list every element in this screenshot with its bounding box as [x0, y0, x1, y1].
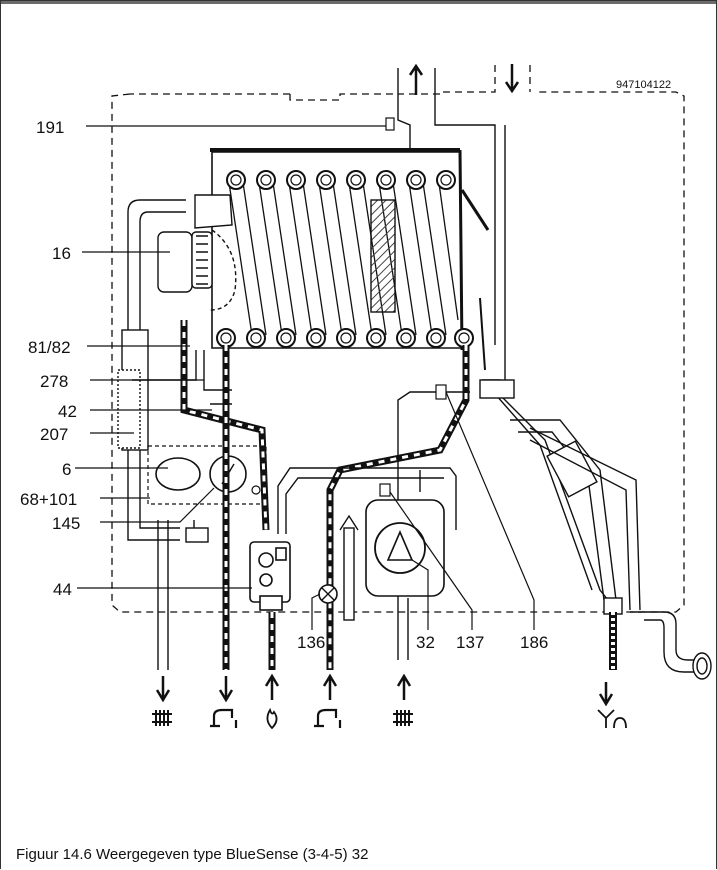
sensor-186 — [435, 384, 447, 400]
baffle-plate — [370, 199, 396, 313]
callout-leaders — [75, 125, 535, 630]
tap-icon — [210, 708, 238, 728]
return-pipe-column — [117, 329, 180, 670]
callout-16: 16 — [52, 244, 71, 263]
callout-81-82: 81/82 — [28, 338, 71, 357]
radiator-icon — [152, 710, 172, 726]
top-border-bar — [0, 0, 717, 4]
hot-water-pipe — [180, 320, 276, 670]
fan-assembly-16 — [127, 194, 237, 330]
callout-42: 42 — [58, 402, 77, 421]
heat-exchanger — [210, 148, 490, 371]
boiler-schematic: 947104122 — [20, 63, 712, 730]
callout-6: 6 — [62, 460, 71, 479]
arrow-up-icon — [408, 63, 424, 95]
tap-icon — [314, 708, 342, 728]
pump-32 — [365, 483, 445, 597]
condensate-siphon — [479, 379, 712, 680]
callout-207: 207 — [40, 425, 68, 444]
radiator-icon — [393, 710, 413, 726]
callout-137: 137 — [456, 633, 484, 652]
flow-valve-136 — [318, 584, 338, 604]
callout-278: 278 — [40, 372, 68, 391]
callout-145: 145 — [52, 514, 80, 533]
reference-number: 947104122 — [616, 79, 671, 91]
bypass-valve — [185, 520, 209, 543]
gas-valve-44 — [249, 541, 291, 611]
pressure-relief-valve — [339, 514, 359, 621]
callout-191: 191 — [36, 118, 64, 137]
callout-44: 44 — [53, 580, 72, 599]
callout-32: 32 — [416, 633, 435, 652]
sensor-137 — [379, 483, 391, 497]
callout-186: 186 — [520, 633, 548, 652]
cold-water-pipe — [326, 345, 470, 670]
siphon-icon — [597, 709, 627, 729]
casing-outline — [111, 65, 685, 613]
flame-icon — [266, 707, 278, 730]
callout-136: 136 — [297, 633, 325, 652]
figure-caption: Figuur 14.6 Weergegeven type BlueSense (… — [16, 846, 369, 863]
arrow-down-icon — [504, 64, 520, 94]
connection-symbols — [155, 673, 614, 707]
callout-68-101: 68+101 — [20, 490, 77, 509]
flue-temp-sensor-191 — [385, 117, 395, 131]
